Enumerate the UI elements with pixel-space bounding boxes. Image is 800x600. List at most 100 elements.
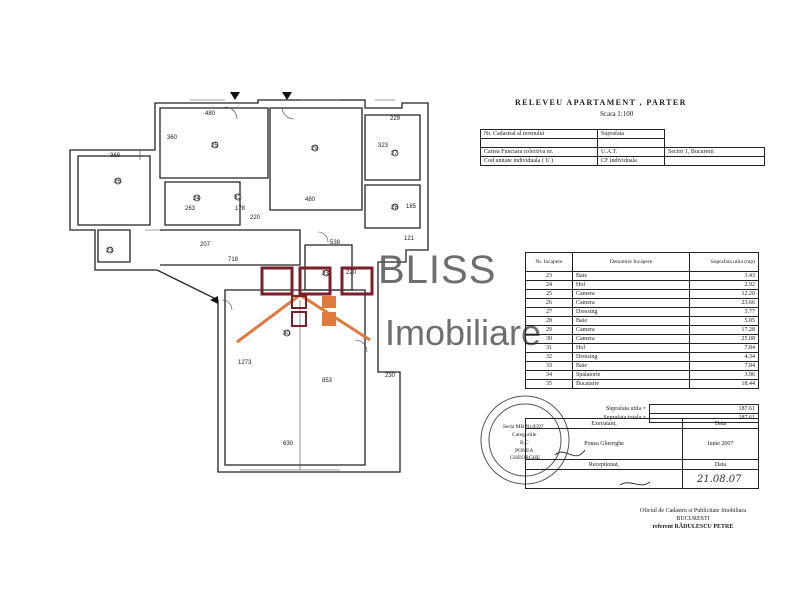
table-cell: U.A.T. <box>597 147 665 157</box>
watermark-house-icon <box>236 266 374 344</box>
footer-city: BUCURESTI <box>676 516 710 522</box>
document-scale: Scara 1:100 <box>600 110 634 118</box>
table-cell: Camera <box>572 325 690 335</box>
table-cell: 35 <box>525 379 573 389</box>
table-cell: 28 <box>525 316 573 326</box>
entrance-arrow-icon <box>210 296 218 304</box>
footer-referent: referent RĂDULESCU PETRE <box>652 524 734 530</box>
cadastral-info-table: Nr. Cadastral al terenului Suprafata Car… <box>480 129 765 166</box>
dim-label: 538 <box>330 240 341 246</box>
room-28-marker <box>391 203 399 211</box>
table-cell: 25.08 <box>689 334 759 344</box>
reception-date: 21.08.07 <box>682 469 759 489</box>
table-cell <box>665 130 765 139</box>
room-number: 23 <box>106 248 113 254</box>
table-cell: Dressing <box>572 307 690 317</box>
table-cell: Camera <box>572 289 690 299</box>
table-header-row: Nr. Incapere Denumire Incapere Suprafata… <box>525 252 759 272</box>
room-30-walls <box>224 289 366 466</box>
table-cell: 3.43 <box>689 271 759 281</box>
column-header: Nr. Incapere <box>525 252 573 272</box>
table-row: Cartea Funciara colectiva nr. U.A.T. Sec… <box>480 147 765 157</box>
table-cell: 3.96 <box>689 370 759 380</box>
dim-label: 853 <box>322 378 333 384</box>
table-cell <box>664 156 765 166</box>
table-cell <box>665 139 765 148</box>
room-26-walls <box>77 155 151 226</box>
room-33-walls <box>304 244 353 291</box>
room-24-walls <box>164 181 241 226</box>
exec-name: Ponea Gheorghe <box>525 428 683 460</box>
handwritten-date: 21.08.07 <box>697 473 742 485</box>
table-row: Receptionat, Data <box>525 459 759 470</box>
table-cell: Hol <box>572 343 690 353</box>
table-row <box>480 138 765 148</box>
table-row: 21.08.07 <box>525 469 759 489</box>
table-cell <box>480 138 598 148</box>
table-cell: CF individuala <box>597 156 665 166</box>
table-cell: 25 <box>525 289 573 299</box>
reception-signature <box>525 469 683 489</box>
room-number: 29 <box>311 146 318 152</box>
total-util-label: Suprafata utila = <box>605 406 646 412</box>
room-29-marker <box>311 144 319 152</box>
stamp-line: GHEORGHE <box>510 455 541 461</box>
table-cell: Suprafata <box>597 129 665 139</box>
room-31-marker <box>234 193 242 201</box>
stamp-line: Categoriile <box>512 432 537 438</box>
table-cell: Baie <box>572 316 690 326</box>
dim-label: 207 <box>200 242 211 248</box>
room-number: 24 <box>193 196 200 202</box>
stamp-line: PONEA <box>515 448 534 454</box>
exec-date: Iunie 2007 <box>682 428 759 460</box>
room-29-walls <box>269 107 363 211</box>
table-cell: 12.20 <box>689 289 759 299</box>
room-27-marker <box>391 149 399 157</box>
footer-office: Oficiul de Cadastru si Publicitate Imobi… <box>639 508 747 514</box>
table-cell: 7.84 <box>689 361 759 371</box>
table-cell: 33 <box>525 361 573 371</box>
table-cell: Spalatorie <box>572 370 690 380</box>
room-number: 33 <box>322 271 329 277</box>
table-cell: Cartea Funciara colectiva nr. <box>480 147 598 157</box>
table-cell: 2.92 <box>689 280 759 290</box>
table-cell: 34 <box>525 370 573 380</box>
table-cell: 26 <box>525 298 573 308</box>
table-cell: 30 <box>525 334 573 344</box>
room-25-walls <box>159 107 269 179</box>
table-cell: Bucatarie <box>572 379 690 389</box>
table-cell: 23.66 <box>689 298 759 308</box>
table-cell: 31 <box>525 343 573 353</box>
dim-label: 369 <box>110 153 121 159</box>
outer-wall <box>69 99 429 473</box>
table-cell: 29 <box>525 325 573 335</box>
column-header: Denumire Incapere <box>572 252 690 272</box>
room-26-marker <box>114 177 122 185</box>
watermark-sub: Imobiliare <box>385 312 542 353</box>
room-number: 31 <box>234 195 241 201</box>
dim-label: 230 <box>385 373 396 379</box>
table-cell: Baie <box>572 361 690 371</box>
hall-walls <box>160 229 301 266</box>
table-cell <box>597 138 665 148</box>
table-cell: Baie <box>572 271 690 281</box>
table-cell: 4.34 <box>689 352 759 362</box>
dim-label: 263 <box>185 206 196 212</box>
table-cell: Cod unitate individuala ( U ) <box>480 156 598 166</box>
dim-label: 718 <box>228 257 239 263</box>
room-23-marker <box>106 246 114 254</box>
room-23-walls <box>97 229 131 263</box>
total-util-value: 187.61 <box>649 404 759 414</box>
cadastre-footer: Oficiul de Cadastru si Publicitate Imobi… <box>628 507 758 531</box>
table-cell: 27 <box>525 307 573 317</box>
dim-label: 480 <box>205 111 216 117</box>
